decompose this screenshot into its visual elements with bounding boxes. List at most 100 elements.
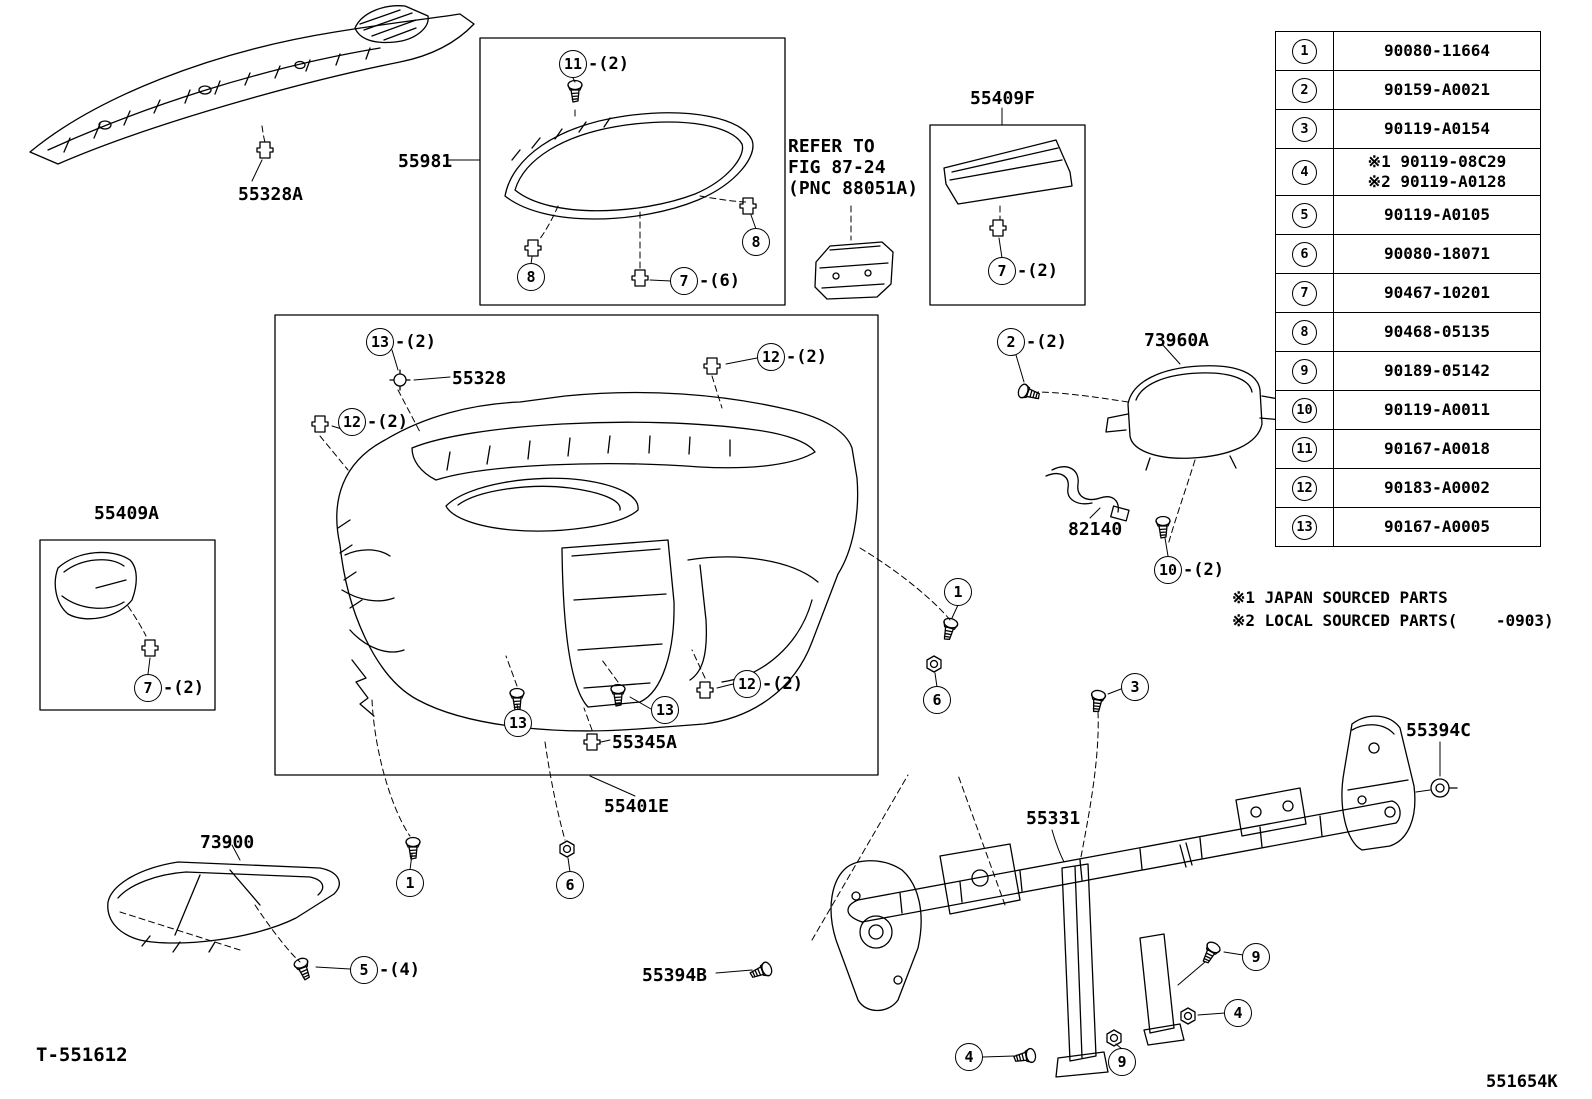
- wire-harness-art: [1045, 466, 1130, 522]
- part-label-line: 55328A: [238, 184, 304, 205]
- parts-table-row: 10 90119-A0011: [1276, 391, 1540, 430]
- callout-number: 4: [1224, 999, 1252, 1027]
- drawing-number-left: T-551612: [36, 1044, 128, 1066]
- callout-4: 4: [955, 1043, 983, 1071]
- parts-table-part-cell: 90167-A0005: [1334, 508, 1540, 546]
- box-55401E: [274, 314, 879, 776]
- part-label-line: 55331: [1026, 808, 1081, 829]
- callout-number: 9: [1108, 1048, 1136, 1076]
- callout-qty: -(2): [762, 674, 803, 694]
- part-number: 90119-A0154: [1384, 119, 1490, 138]
- callout-number: 9: [1242, 943, 1270, 971]
- callout-1: 1: [944, 578, 972, 606]
- part-number: ※2 90119-A0128: [1367, 172, 1507, 191]
- callout-number: 12: [338, 408, 366, 436]
- ref-number: 11: [1292, 436, 1317, 462]
- callout-6: 6: [556, 871, 584, 899]
- callout-number: 4: [955, 1043, 983, 1071]
- callout-number: 3: [1121, 673, 1149, 701]
- callout-number: 7: [134, 674, 162, 702]
- part-number: 90189-05142: [1384, 361, 1490, 380]
- parts-table-part-cell: ※1 90119-08C29※2 90119-A0128: [1334, 149, 1540, 195]
- part-number: 90159-A0021: [1384, 80, 1490, 99]
- parts-table-ref-cell: 13: [1276, 508, 1334, 546]
- ref-number: 6: [1292, 241, 1317, 267]
- label-55328: 55328: [452, 368, 506, 389]
- part-number: 90167-A0018: [1384, 439, 1490, 458]
- callout-13: 13: [651, 696, 679, 724]
- callout-6: 6: [923, 686, 951, 714]
- part-number: 90119-A0105: [1384, 205, 1490, 224]
- lower-panel-73900-art: [107, 844, 351, 983]
- parts-table-ref-cell: 1: [1276, 32, 1334, 70]
- part-label-line: 55409F: [970, 88, 1036, 109]
- callout-qty: -(2): [395, 332, 436, 352]
- ref-number: 12: [1292, 475, 1317, 501]
- passenger-airbag-art: [1015, 343, 1285, 557]
- part-number: 90119-A0011: [1384, 400, 1490, 419]
- box-55409F: [929, 124, 1086, 306]
- label-73900: 73900: [200, 832, 254, 853]
- table-note-2: ※2 LOCAL SOURCED PARTS( -0903): [1232, 611, 1554, 630]
- ref-number: 5: [1292, 202, 1317, 228]
- callout-number: 10: [1154, 556, 1182, 584]
- callout-number: 1: [396, 869, 424, 897]
- label-55409F: 55409F: [970, 88, 1035, 109]
- parts-table-ref-cell: 12: [1276, 469, 1334, 507]
- part-label-line: (PNC 88051A): [788, 178, 919, 199]
- callout-number: 1: [944, 578, 972, 606]
- parts-table-part-cell: 90159-A0021: [1334, 71, 1540, 109]
- callout-number: 6: [556, 871, 584, 899]
- parts-table-row: 9 90189-05142: [1276, 352, 1540, 391]
- part-label-line: 55409A: [94, 503, 160, 524]
- defroster-garnish-art: [29, 5, 475, 182]
- callout-qty: -(4): [379, 960, 420, 980]
- callout-7: 7-(2): [988, 257, 1058, 285]
- callout-9: 9: [1242, 943, 1270, 971]
- callout-number: 12: [757, 343, 785, 371]
- label-73960A: 73960A: [1144, 330, 1209, 351]
- parts-table-ref-cell: 6: [1276, 235, 1334, 273]
- lower-fasteners-art: [405, 836, 575, 873]
- callout-9: 9: [1108, 1048, 1136, 1076]
- label-55394B: 55394B: [642, 965, 707, 986]
- reinforcement-beam-art: [715, 604, 1458, 1078]
- table-notes: ※1 JAPAN SOURCED PARTS※2 LOCAL SOURCED P…: [1232, 586, 1554, 632]
- callout-8: 8: [742, 228, 770, 256]
- callout-12: 12-(2): [338, 408, 408, 436]
- callout-number: 2: [997, 328, 1025, 356]
- callout-number: 8: [517, 263, 545, 291]
- parts-table-row: 1 90080-11664: [1276, 32, 1540, 71]
- parts-table-ref-cell: 7: [1276, 274, 1334, 312]
- ref-number: 10: [1292, 397, 1317, 423]
- parts-table-ref-cell: 5: [1276, 196, 1334, 234]
- part-label-line: 73960A: [1144, 330, 1210, 351]
- parts-table-part-cell: 90189-05142: [1334, 352, 1540, 390]
- part-number: ※1 90119-08C29: [1367, 152, 1507, 171]
- panel-55981-art: [446, 77, 757, 287]
- part-number: 90080-11664: [1384, 41, 1490, 60]
- callout-number: 6: [923, 686, 951, 714]
- parts-table-part-cell: 90167-A0018: [1334, 430, 1540, 468]
- callout-11: 11-(2): [559, 50, 629, 78]
- part-label-line: 55401E: [604, 796, 670, 817]
- part-label-line: 73900: [200, 832, 255, 853]
- parts-table-row: 5 90119-A0105: [1276, 196, 1540, 235]
- callout-number: 7: [670, 267, 698, 295]
- parts-table-ref-cell: 9: [1276, 352, 1334, 390]
- parts-table-part-cell: 90468-05135: [1334, 313, 1540, 351]
- part-number: 90468-05135: [1384, 322, 1490, 341]
- parts-table-ref-cell: 3: [1276, 110, 1334, 148]
- panel-55409A-art: [54, 551, 159, 675]
- parts-table-ref-cell: 2: [1276, 71, 1334, 109]
- callout-number: 8: [742, 228, 770, 256]
- callout-qty: -(2): [1017, 261, 1058, 281]
